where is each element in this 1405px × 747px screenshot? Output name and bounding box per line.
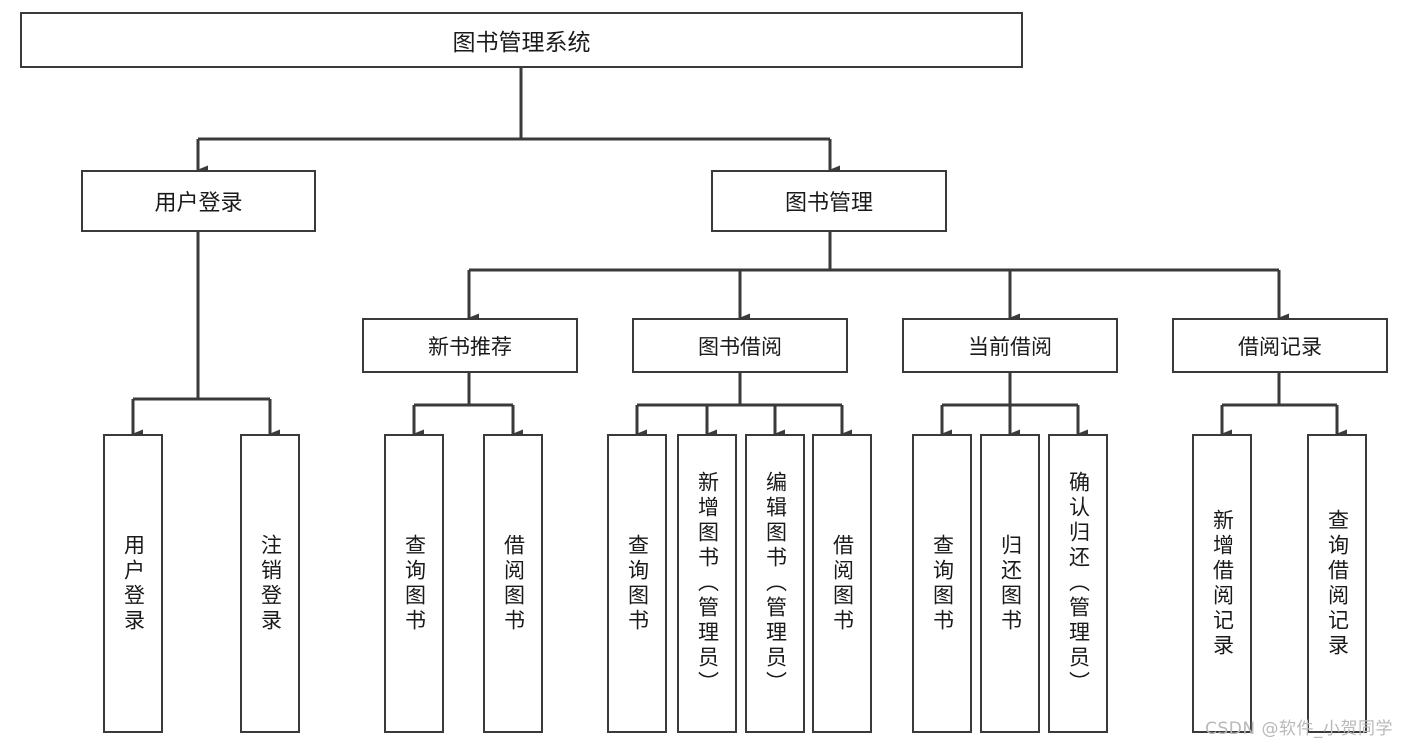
leaf-edit-book[interactable]: 编辑图书（管理员） [745,434,805,733]
leaf-query-book-1[interactable]: 查询图书 [384,434,444,733]
leaf-borrow-book-1-label: 借阅图书 [501,533,526,634]
leaf-confirm-return-label: 确认归还（管理员） [1066,471,1091,696]
node-new-book-recommend[interactable]: 新书推荐 [362,318,578,373]
leaf-query-book-2[interactable]: 查询图书 [607,434,667,733]
leaf-query-book-3[interactable]: 查询图书 [912,434,972,733]
node-book-management[interactable]: 图书管理 [711,170,947,232]
node-user-login[interactable]: 用户登录 [81,170,316,232]
leaf-borrow-book-2-label: 借阅图书 [830,533,855,634]
leaf-return-book-label: 归还图书 [998,533,1023,634]
node-book-management-label: 图书管理 [784,191,873,216]
leaf-add-book-label: 新增图书（管理员） [695,471,720,696]
leaf-add-record[interactable]: 新增借阅记录 [1192,434,1252,733]
leaf-query-book-3-label: 查询图书 [930,533,955,634]
csdn-watermark: CSDN @软件_小贺同学 [1205,719,1393,739]
leaf-user-login[interactable]: 用户登录 [103,434,163,733]
node-book-borrow[interactable]: 图书借阅 [632,318,848,373]
node-book-borrow-label: 图书借阅 [698,334,782,359]
leaf-query-record[interactable]: 查询借阅记录 [1307,434,1367,733]
node-borrow-record[interactable]: 借阅记录 [1172,318,1388,373]
node-current-borrow-label: 当前借阅 [968,334,1052,359]
leaf-add-record-label: 新增借阅记录 [1210,508,1235,659]
leaf-add-book[interactable]: 新增图书（管理员） [677,434,737,733]
node-root-label: 图书管理系统 [452,30,591,56]
leaf-user-login-label: 用户登录 [121,533,146,634]
leaf-user-logout[interactable]: 注销登录 [240,434,300,733]
node-new-book-recommend-label: 新书推荐 [428,334,512,359]
node-current-borrow[interactable]: 当前借阅 [902,318,1118,373]
leaf-query-book-1-label: 查询图书 [402,533,427,634]
node-borrow-record-label: 借阅记录 [1238,334,1322,359]
node-user-login-label: 用户登录 [154,191,243,216]
leaf-return-book[interactable]: 归还图书 [980,434,1040,733]
leaf-confirm-return[interactable]: 确认归还（管理员） [1048,434,1108,733]
leaf-query-book-2-label: 查询图书 [625,533,650,634]
leaf-borrow-book-2[interactable]: 借阅图书 [812,434,872,733]
leaf-user-logout-label: 注销登录 [258,533,283,634]
leaf-borrow-book-1[interactable]: 借阅图书 [483,434,543,733]
node-root[interactable]: 图书管理系统 [20,12,1023,68]
leaf-edit-book-label: 编辑图书（管理员） [763,471,788,696]
leaf-query-record-label: 查询借阅记录 [1325,508,1350,659]
